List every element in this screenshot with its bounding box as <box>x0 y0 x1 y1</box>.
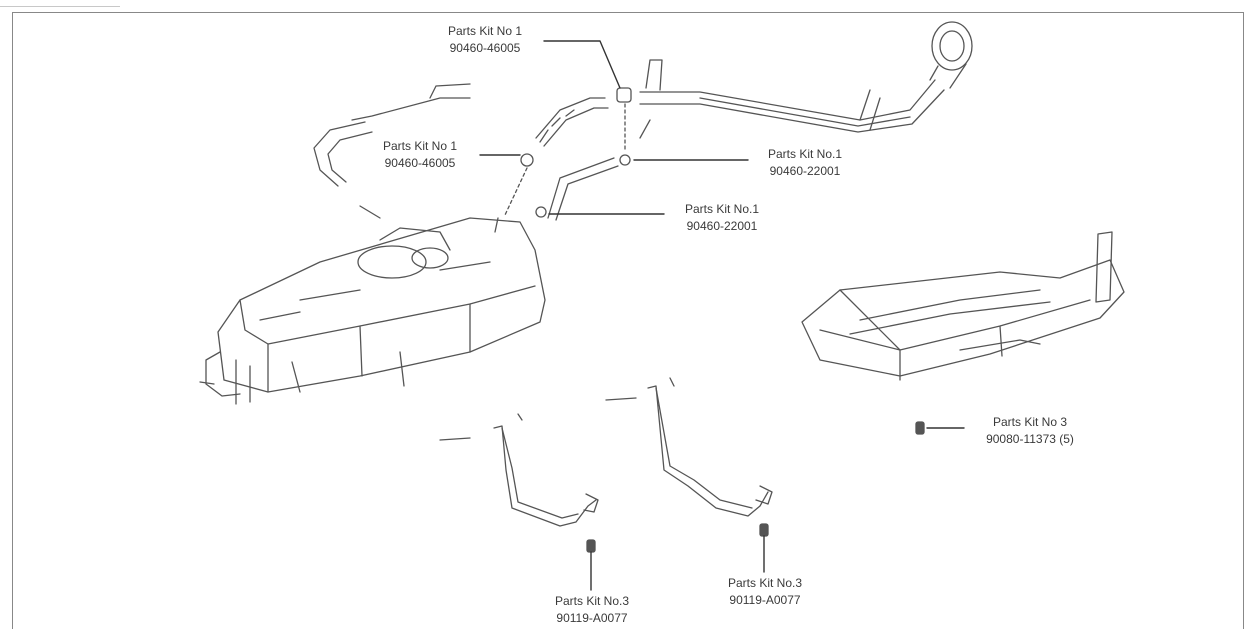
bolts <box>586 421 925 553</box>
breather-hose <box>313 83 471 219</box>
callout-kit-name: Parts Kit No.1 <box>767 147 843 161</box>
callout-part-number: 90460-46005 <box>449 41 521 55</box>
callout-kit-name: Parts Kit No.3 <box>727 576 803 590</box>
tank-protector <box>801 231 1125 381</box>
diagram-frame <box>12 12 1244 629</box>
leader-1 <box>543 40 621 89</box>
callout-parts-kit-3-strap-2: Parts Kit No.3 90119-A0077 <box>708 575 822 609</box>
callout-part-number: 90460-22001 <box>769 164 841 178</box>
callout-parts-kit-3-strap-1: Parts Kit No.3 90119-A0077 <box>535 593 649 627</box>
callout-kit-name: Parts Kit No.3 <box>554 594 630 608</box>
callout-kit-name: Parts Kit No 3 <box>992 415 1068 429</box>
callout-part-number: 90119-A0077 <box>556 611 628 625</box>
callout-part-number: 90119-A0077 <box>729 593 801 607</box>
callout-parts-kit-1-hose: Parts Kit No 1 90460-46005 <box>364 138 476 172</box>
callout-kit-name: Parts Kit No 1 <box>447 24 523 38</box>
callout-parts-kit-1-vent: Parts Kit No.1 90460-22001 <box>748 146 862 180</box>
callout-kit-name: Parts Kit No 1 <box>382 139 458 153</box>
vent-tube <box>504 103 631 221</box>
header-rule <box>0 0 120 7</box>
fuel-tank <box>199 217 546 405</box>
tank-strap-2 <box>605 377 773 517</box>
rubber-hose <box>535 87 632 147</box>
tank-strap-1 <box>439 413 599 527</box>
callout-parts-kit-3-protector: Parts Kit No 3 90080-11373 (5) <box>962 414 1098 448</box>
callout-part-number: 90080-11373 (5) <box>986 432 1074 446</box>
leader-lines <box>479 40 965 591</box>
callout-parts-kit-1-grommet: Parts Kit No.1 90460-22001 <box>664 201 780 235</box>
callout-parts-kit-1-top: Parts Kit No 1 90460-46005 <box>430 23 540 57</box>
callout-part-number: 90460-22001 <box>686 219 758 233</box>
filler-neck-pipe <box>639 21 973 139</box>
callout-part-number: 90460-46005 <box>384 156 456 170</box>
callout-kit-name: Parts Kit No.1 <box>684 202 760 216</box>
